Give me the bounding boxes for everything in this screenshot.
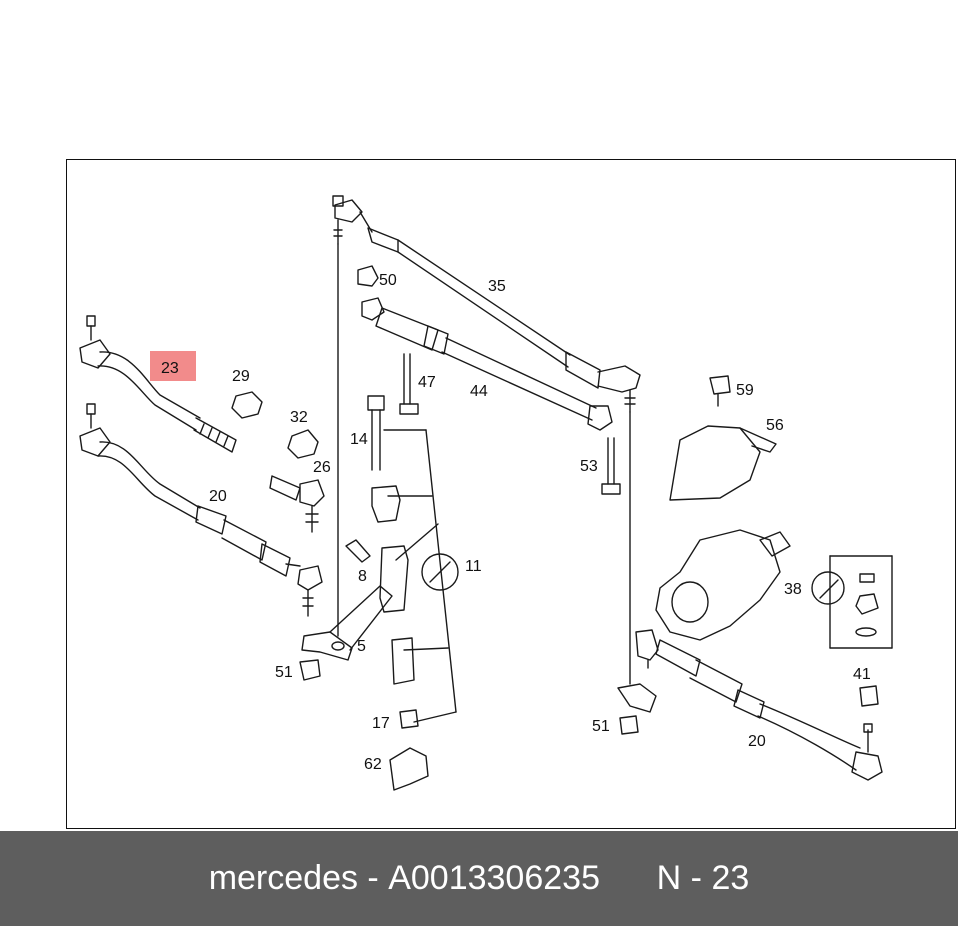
label-17: 17 xyxy=(372,715,390,732)
highlight-box-23 xyxy=(150,351,196,381)
label-47: 47 xyxy=(418,374,436,391)
label-35: 35 xyxy=(488,278,506,295)
footer-part-number: A0013306235 xyxy=(388,859,600,897)
bolt-53 xyxy=(601,437,621,495)
bushing-upper xyxy=(371,485,401,523)
tie-rod-assembly-20-left xyxy=(79,403,323,617)
footer-position-number: 23 xyxy=(711,859,750,897)
label-11: 11 xyxy=(465,558,482,575)
ball-joint-26 xyxy=(269,475,325,533)
label-51-left: 51 xyxy=(275,664,293,681)
idler-arm-5 xyxy=(301,585,393,661)
bolt-14 xyxy=(367,395,385,471)
label-26: 26 xyxy=(313,459,331,476)
label-5: 5 xyxy=(357,638,366,655)
label-59: 59 xyxy=(736,382,754,399)
diagram-frame xyxy=(66,159,956,829)
steering-gear xyxy=(655,529,791,641)
label-51-right: 51 xyxy=(592,718,610,735)
kit-11 xyxy=(383,429,459,723)
label-20-right: 20 xyxy=(748,733,766,750)
bolt-59 xyxy=(709,375,731,395)
footer-separator: - xyxy=(357,859,389,897)
footer-bar: mercedes - A0013306235 N - 23 xyxy=(0,831,958,926)
bolt-47 xyxy=(399,353,419,415)
footer-position-prefix: N - xyxy=(656,859,712,897)
label-44: 44 xyxy=(470,383,488,400)
label-53: 53 xyxy=(580,458,598,475)
label-29: 29 xyxy=(232,368,250,385)
nut-50 xyxy=(357,265,379,287)
label-38: 38 xyxy=(784,581,802,598)
nut-32 xyxy=(287,429,319,459)
label-62: 62 xyxy=(364,756,382,773)
idler-arm-bushing xyxy=(379,545,409,613)
bracket-62 xyxy=(389,747,429,791)
label-41: 41 xyxy=(853,666,871,683)
tie-rod-23 xyxy=(79,315,237,453)
footer-gap xyxy=(600,859,657,898)
tie-rod-assembly-20-right xyxy=(617,629,883,781)
footer-brand: mercedes xyxy=(208,859,358,897)
nut-51-right xyxy=(619,715,639,735)
steering-damper-44 xyxy=(361,297,613,431)
label-14: 14 xyxy=(350,431,368,448)
nut-17 xyxy=(399,709,419,729)
label-8: 8 xyxy=(358,568,367,585)
nut-41 xyxy=(859,685,879,707)
label-32: 32 xyxy=(290,409,308,426)
parts-diagram: 23 35 50 44 47 59 56 53 29 32 26 14 20 8… xyxy=(79,195,893,791)
label-23: 23 xyxy=(161,360,179,377)
label-20-left: 20 xyxy=(209,488,227,505)
nut-51-left xyxy=(299,659,321,681)
bolt-8 xyxy=(345,539,371,563)
nut-29 xyxy=(231,391,263,419)
label-56: 56 xyxy=(766,417,784,434)
label-50: 50 xyxy=(379,272,397,289)
bushing-lower xyxy=(391,637,415,685)
kit-38 xyxy=(811,555,893,649)
drag-link-35 xyxy=(332,195,641,413)
cover-56 xyxy=(669,425,761,501)
